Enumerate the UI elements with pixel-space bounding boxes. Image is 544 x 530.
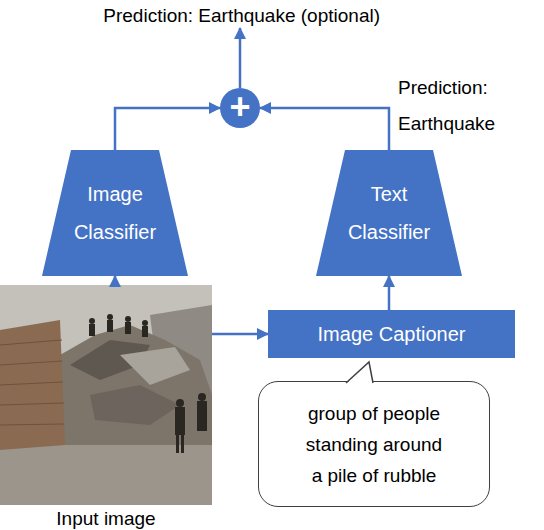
classifier-trapezoid: Text Classifier xyxy=(316,150,462,276)
photo-rubble xyxy=(40,325,212,445)
flow-arrow xyxy=(115,108,220,150)
flow-arrow xyxy=(114,276,117,285)
node-text: group of people standing around a pile o… xyxy=(299,398,449,491)
node-text: + xyxy=(229,89,250,125)
image-caption: Input image xyxy=(0,507,232,530)
earthquake-photo xyxy=(0,285,212,505)
node-text: Image Captioner xyxy=(318,323,466,346)
output-label: Prediction: Earthquake (optional) xyxy=(88,3,380,29)
photo-people xyxy=(89,314,207,453)
flow-arrow xyxy=(260,108,389,150)
trapezoid-outline xyxy=(316,150,462,276)
photo-brick-lines xyxy=(0,340,64,425)
flow-arrow xyxy=(388,276,391,310)
prediction-label: Prediction: Earthquake xyxy=(398,70,528,142)
node-text: Text Classifier xyxy=(339,175,439,251)
trapezoid-outline xyxy=(42,150,188,276)
trapezoid-fill xyxy=(42,150,188,276)
bubble-tail-fill xyxy=(346,362,373,384)
bubble-tail xyxy=(339,360,379,386)
input-image: Input image xyxy=(0,285,212,505)
output-arrow xyxy=(239,28,242,88)
bubble-tail-outline xyxy=(346,362,373,383)
process-box: Image Captioner xyxy=(268,310,515,358)
photo-sky xyxy=(0,285,212,505)
classifier-trapezoid: Image Classifier xyxy=(42,150,188,276)
sum-circle: + xyxy=(220,88,260,128)
caption-bubble: group of people standing around a pile o… xyxy=(258,381,490,507)
photo-slab xyxy=(120,347,190,385)
node-text: Image Classifier xyxy=(65,175,165,251)
photo-debris xyxy=(90,385,180,425)
flow-arrow xyxy=(212,333,268,336)
trapezoid-fill xyxy=(316,150,462,276)
photo-brick-wall xyxy=(0,320,65,450)
